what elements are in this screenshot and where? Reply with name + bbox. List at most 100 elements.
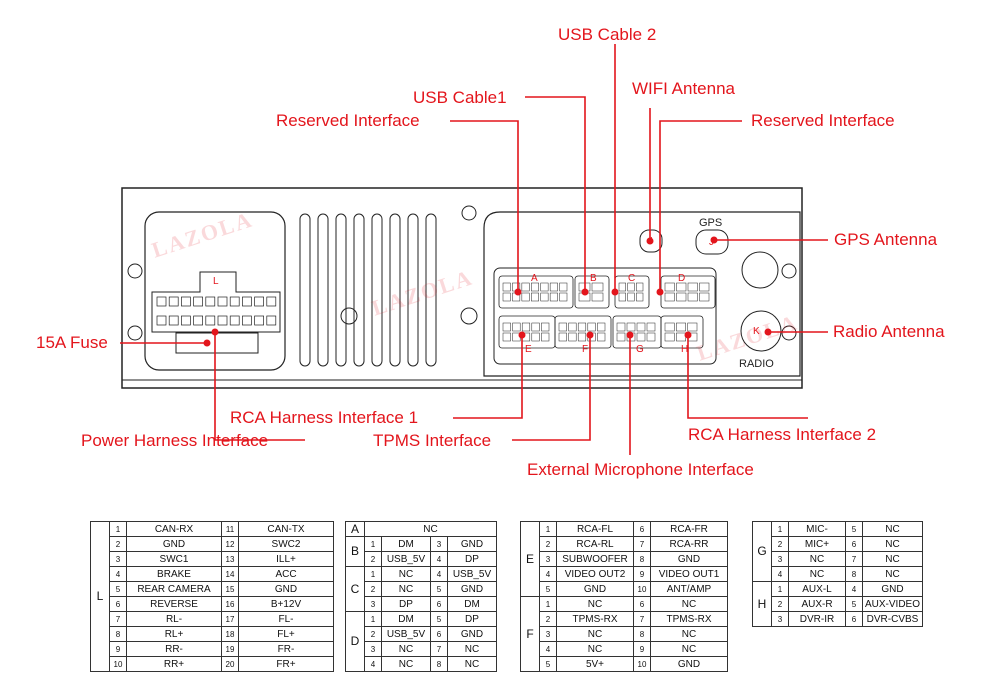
vent-slot — [371, 213, 383, 367]
table-cell: GND — [650, 656, 728, 672]
table-cell: 3 — [109, 551, 127, 567]
table-cell: SWC2 — [238, 536, 334, 552]
label-usb-cable-1: USB Cable1 — [413, 88, 507, 107]
pin — [205, 315, 216, 326]
group-label: C — [345, 566, 365, 612]
table-cell: DP — [381, 596, 431, 612]
table-cell: MIC+ — [788, 536, 846, 552]
table-cell: NC — [447, 656, 497, 672]
table-cell: 3 — [771, 551, 789, 567]
table-cell: 4 — [771, 566, 789, 582]
table-cell: SWC1 — [126, 551, 222, 567]
table-cell: 9 — [633, 566, 651, 582]
table-cell: NC — [447, 641, 497, 657]
table-cell: USB_5V — [447, 566, 497, 582]
table-cell: REVERSE — [126, 596, 222, 612]
table-cell: NC — [650, 641, 728, 657]
table-cell: DVR-CVBS — [861, 611, 924, 627]
table-cell: 11 — [221, 521, 239, 537]
tag-I: I — [650, 236, 653, 247]
table-cell: 7 — [109, 611, 127, 627]
table-cell: 10 — [633, 581, 651, 597]
table-cell: NC — [381, 656, 431, 672]
table-cell: VIDEO OUT2 — [556, 566, 634, 582]
pin — [217, 296, 228, 307]
table-cell: 7 — [845, 551, 863, 567]
table-cell: NC — [650, 626, 728, 642]
table-cell: DM — [381, 611, 431, 627]
table-cell: RCA-RL — [556, 536, 634, 552]
table-cell: 3 — [539, 626, 557, 642]
table-cell: 15 — [221, 581, 239, 597]
gps-jack — [695, 229, 729, 255]
connector-L-housing — [151, 271, 281, 333]
vent-slot — [389, 213, 401, 367]
pin — [266, 315, 277, 326]
table-cell: RL+ — [126, 626, 222, 642]
table-cell: AUX-R — [788, 596, 846, 612]
table-cell: GND — [447, 581, 497, 597]
label-wifi-antenna: WIFI Antenna — [632, 79, 735, 98]
label-external-mic: External Microphone Interface — [527, 460, 754, 479]
table-cell: 17 — [221, 611, 239, 627]
wifi-jack — [639, 229, 663, 253]
table-cell: 10 — [109, 656, 127, 672]
screw-holes — [127, 205, 797, 341]
table-cell: NC — [381, 566, 431, 582]
pin — [181, 315, 191, 326]
label-usb-cable-2: USB Cable 2 — [558, 25, 657, 44]
vent-slot — [407, 213, 419, 367]
group-label: L — [90, 521, 110, 672]
table-cell: 3 — [364, 641, 382, 657]
table-cell: CAN-RX — [126, 521, 222, 537]
table-cell: GND — [447, 536, 497, 552]
vent-slot — [425, 213, 437, 367]
right-panel — [483, 211, 801, 377]
table-cell: 13 — [221, 551, 239, 567]
group-label: D — [345, 611, 365, 672]
table-cell: REAR CAMERA — [126, 581, 222, 597]
table-cell: ANT/AMP — [650, 581, 728, 597]
label-reserved-right: Reserved Interface — [751, 111, 895, 130]
pin — [156, 315, 167, 326]
table-cell: 1 — [771, 521, 789, 537]
table-cell: 5V+ — [556, 656, 634, 672]
table-cell: NC — [861, 536, 924, 552]
label-gps-antenna: GPS Antenna — [834, 230, 938, 249]
table-cell: GND — [238, 581, 334, 597]
table-cell: 1 — [364, 536, 382, 552]
connector-bank — [493, 267, 717, 365]
table-cell: 4 — [430, 566, 448, 582]
table-cell: 8 — [633, 626, 651, 642]
table-cell: 18 — [221, 626, 239, 642]
tag-H: H — [681, 344, 689, 355]
table-cell: 6 — [430, 626, 448, 642]
table-cell: 12 — [221, 536, 239, 552]
connector-D — [660, 275, 716, 309]
tag-B: B — [590, 273, 597, 284]
table-cell: USB_5V — [381, 551, 431, 567]
table-cell: DM — [381, 536, 431, 552]
tag-D: D — [678, 273, 686, 284]
label-rca-harness-2: RCA Harness Interface 2 — [688, 425, 877, 444]
table-cell: 7 — [430, 641, 448, 657]
table-cell: 2 — [364, 581, 382, 597]
round-port — [741, 251, 779, 289]
vent-slot — [299, 213, 311, 367]
table-cell: DP — [447, 551, 497, 567]
table-cell: 4 — [845, 581, 863, 597]
table-cell: 5 — [109, 581, 127, 597]
